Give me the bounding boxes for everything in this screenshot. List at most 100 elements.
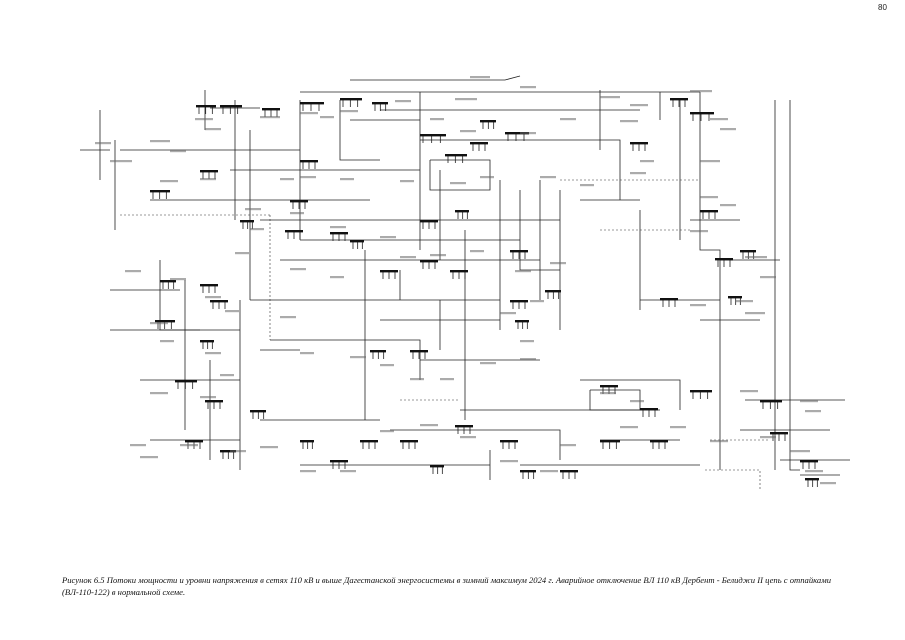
label-mark xyxy=(690,230,708,233)
label-mark xyxy=(300,470,316,473)
label-mark xyxy=(560,118,576,121)
bus-bar xyxy=(455,425,473,428)
label-mark xyxy=(520,86,536,89)
label-mark xyxy=(340,470,356,473)
loop-se xyxy=(580,379,681,410)
label-mark xyxy=(380,236,396,239)
bus-bar xyxy=(340,98,362,101)
figure-caption: Рисунок 6.5 Потоки мощности и уровни нап… xyxy=(62,575,831,597)
bus-bar xyxy=(200,340,214,343)
dashed-5 xyxy=(705,469,761,490)
label-mark xyxy=(290,212,304,215)
bus-bar xyxy=(600,440,620,443)
label-mark xyxy=(540,470,558,473)
label-mark xyxy=(300,352,314,355)
bus-bar xyxy=(330,232,348,235)
label-mark xyxy=(470,250,484,253)
label-mark xyxy=(300,176,316,179)
label-mark xyxy=(735,300,753,303)
label-mark xyxy=(520,358,536,361)
label-mark xyxy=(420,424,438,427)
line-w-1 xyxy=(159,260,240,331)
label-mark xyxy=(710,440,728,443)
bus-bar xyxy=(670,98,688,101)
bus-bar xyxy=(350,240,364,243)
bus-bar xyxy=(740,250,756,253)
bus-bar xyxy=(510,300,528,303)
bus-bar xyxy=(470,142,488,145)
bus-bar xyxy=(450,270,468,273)
bus-bar xyxy=(690,112,714,115)
label-mark xyxy=(140,456,158,459)
label-mark xyxy=(380,364,394,367)
label-mark xyxy=(200,178,216,181)
line-mid-8 xyxy=(270,339,421,380)
label-mark xyxy=(700,160,720,163)
label-mark xyxy=(710,118,728,121)
label-mark xyxy=(320,116,334,119)
bus-nodes xyxy=(150,98,819,481)
bus-bar xyxy=(560,470,578,473)
transmission-lines xyxy=(80,75,850,487)
bus-bar xyxy=(420,220,438,223)
label-mark xyxy=(280,178,294,181)
label-mark xyxy=(460,130,476,133)
label-mark xyxy=(480,362,496,365)
label-mark xyxy=(205,128,221,131)
label-mark xyxy=(700,196,718,199)
bus-bar xyxy=(220,105,242,108)
label-mark xyxy=(280,316,296,319)
label-mark xyxy=(290,268,306,271)
label-mark xyxy=(400,256,416,259)
label-mark xyxy=(530,300,544,303)
label-mark xyxy=(300,112,318,115)
label-mark xyxy=(560,444,576,447)
label-mark xyxy=(160,340,174,343)
bus-bar xyxy=(160,280,176,283)
label-mark xyxy=(630,400,644,403)
label-mark xyxy=(110,160,132,163)
label-mark xyxy=(515,270,531,273)
bus-bar xyxy=(200,284,218,287)
bus-bar xyxy=(640,408,658,411)
bus-bar xyxy=(155,320,175,323)
label-mark xyxy=(600,96,620,99)
label-mark xyxy=(250,228,264,231)
bus-bar xyxy=(500,440,518,443)
bus-bar xyxy=(205,400,223,403)
bus-bar xyxy=(660,298,678,301)
bus-bar xyxy=(380,270,398,273)
bus-bar xyxy=(505,132,529,135)
bus-bar xyxy=(400,440,418,443)
bus-bar xyxy=(175,380,197,383)
label-mark xyxy=(450,182,466,185)
label-mark xyxy=(580,184,594,187)
page-number: 80 xyxy=(878,3,887,12)
label-mark xyxy=(440,378,454,381)
bus-bar xyxy=(430,465,444,468)
line-s-2 xyxy=(390,429,561,460)
bus-bar xyxy=(760,400,782,403)
label-mark xyxy=(205,296,221,299)
label-mark xyxy=(620,426,638,429)
bus-bar xyxy=(715,258,733,261)
label-mark xyxy=(260,446,278,449)
label-mark xyxy=(150,322,168,325)
bus-bar xyxy=(240,220,254,223)
label-mark xyxy=(460,436,476,439)
label-mark xyxy=(380,430,394,433)
label-mark xyxy=(350,356,366,359)
label-mark xyxy=(455,98,477,101)
label-mark xyxy=(430,118,444,121)
label-mark xyxy=(395,100,411,103)
bus-bar xyxy=(420,134,446,137)
label-mark xyxy=(745,312,765,315)
label-mark xyxy=(800,400,818,403)
bus-bar xyxy=(300,160,318,163)
label-mark xyxy=(430,254,446,257)
label-mark xyxy=(225,310,239,313)
label-mark xyxy=(470,76,490,79)
dashed-lines xyxy=(120,179,770,490)
bus-bar xyxy=(200,170,218,173)
